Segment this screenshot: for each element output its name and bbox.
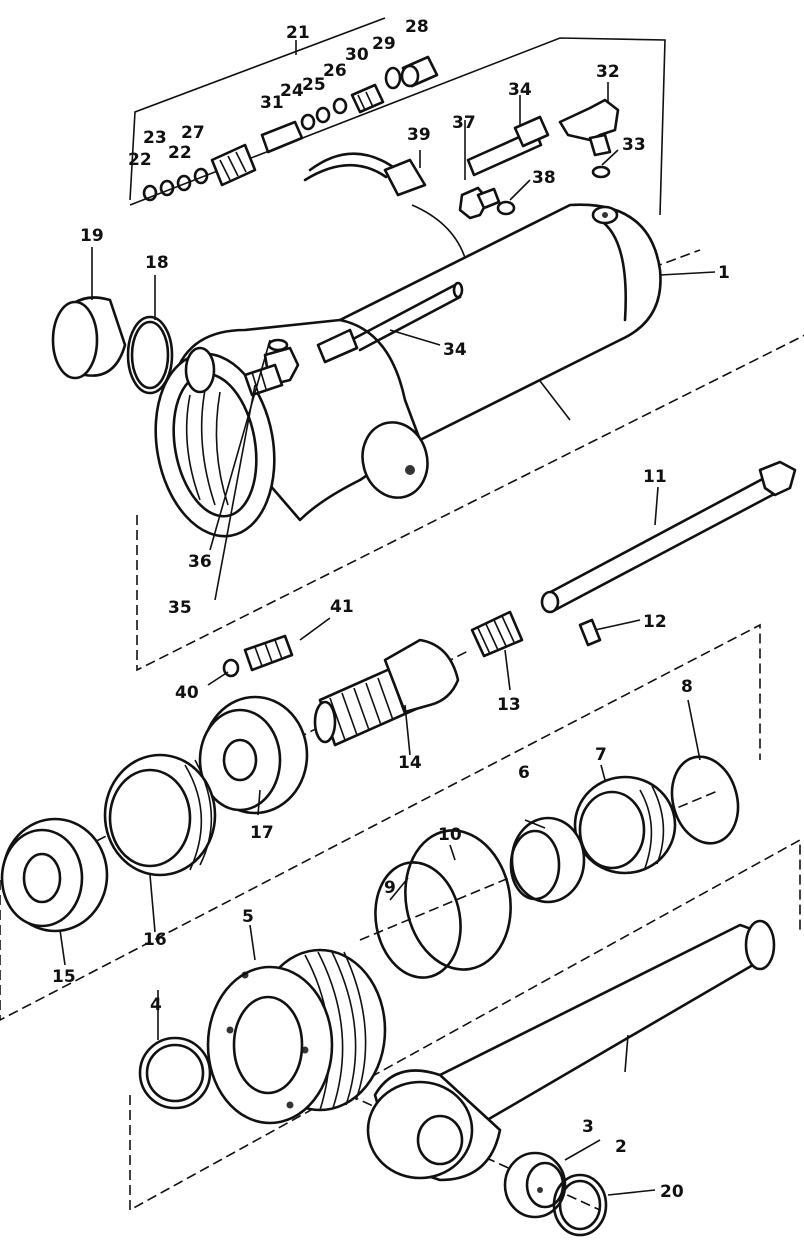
fitting-parts [142,55,620,220]
label-10: 10 [438,825,462,845]
label-20: 20 [660,1182,684,1202]
label-35: 35 [168,598,192,618]
leader-lines [59,17,716,1196]
label-21: 21 [286,23,310,43]
label-32: 32 [596,62,620,82]
label-34b: 34 [443,340,467,360]
label-38: 38 [532,168,556,188]
label-16: 16 [143,930,167,950]
rod-group-boundary [129,838,801,1212]
label-9: 9 [384,878,396,898]
label-6: 6 [518,763,530,783]
label-15: 15 [52,967,76,987]
label-19: 19 [80,226,104,246]
label-28: 28 [405,17,429,37]
label-4: 4 [150,995,162,1015]
label-33: 33 [622,135,646,155]
label-25: 25 [302,75,326,95]
piston-stack [0,695,309,933]
label-23: 23 [143,128,167,148]
part-number-labels: 1 2 3 4 5 6 7 8 9 10 11 12 13 14 15 16 1… [52,17,730,1202]
label-26: 26 [323,61,347,81]
piston-bolt [313,638,460,747]
label-31: 31 [260,93,284,113]
seal-stack [374,755,740,979]
label-22a: 22 [128,150,152,170]
label-2: 2 [615,1137,627,1157]
label-39: 39 [407,125,431,145]
bushing-and-ring [51,296,174,395]
label-18: 18 [145,253,169,273]
gland-assembly [138,948,387,1125]
gland-group-boundary [136,334,804,672]
label-11: 11 [643,467,667,487]
fitting-41-40 [222,634,294,678]
label-37: 37 [452,113,476,133]
label-13: 13 [497,695,521,715]
label-27: 27 [181,123,205,143]
label-22b: 22 [168,143,192,163]
label-12: 12 [643,612,667,632]
piston-rod-assembly [366,919,776,1237]
label-8: 8 [681,677,693,697]
label-3: 3 [582,1117,594,1137]
label-41: 41 [330,597,354,617]
tie-rod-and-spring [470,460,797,658]
label-40: 40 [175,683,199,703]
label-34a: 34 [508,80,532,100]
label-17: 17 [250,823,274,843]
label-30: 30 [345,45,369,65]
fitting-group-boundary [129,37,666,216]
label-14: 14 [398,753,422,773]
label-1: 1 [718,263,730,283]
label-24: 24 [280,81,304,101]
cylinder-barrel [154,203,662,538]
label-29: 29 [372,34,396,54]
label-5: 5 [242,907,254,927]
label-7: 7 [595,745,607,765]
label-36: 36 [188,552,212,572]
